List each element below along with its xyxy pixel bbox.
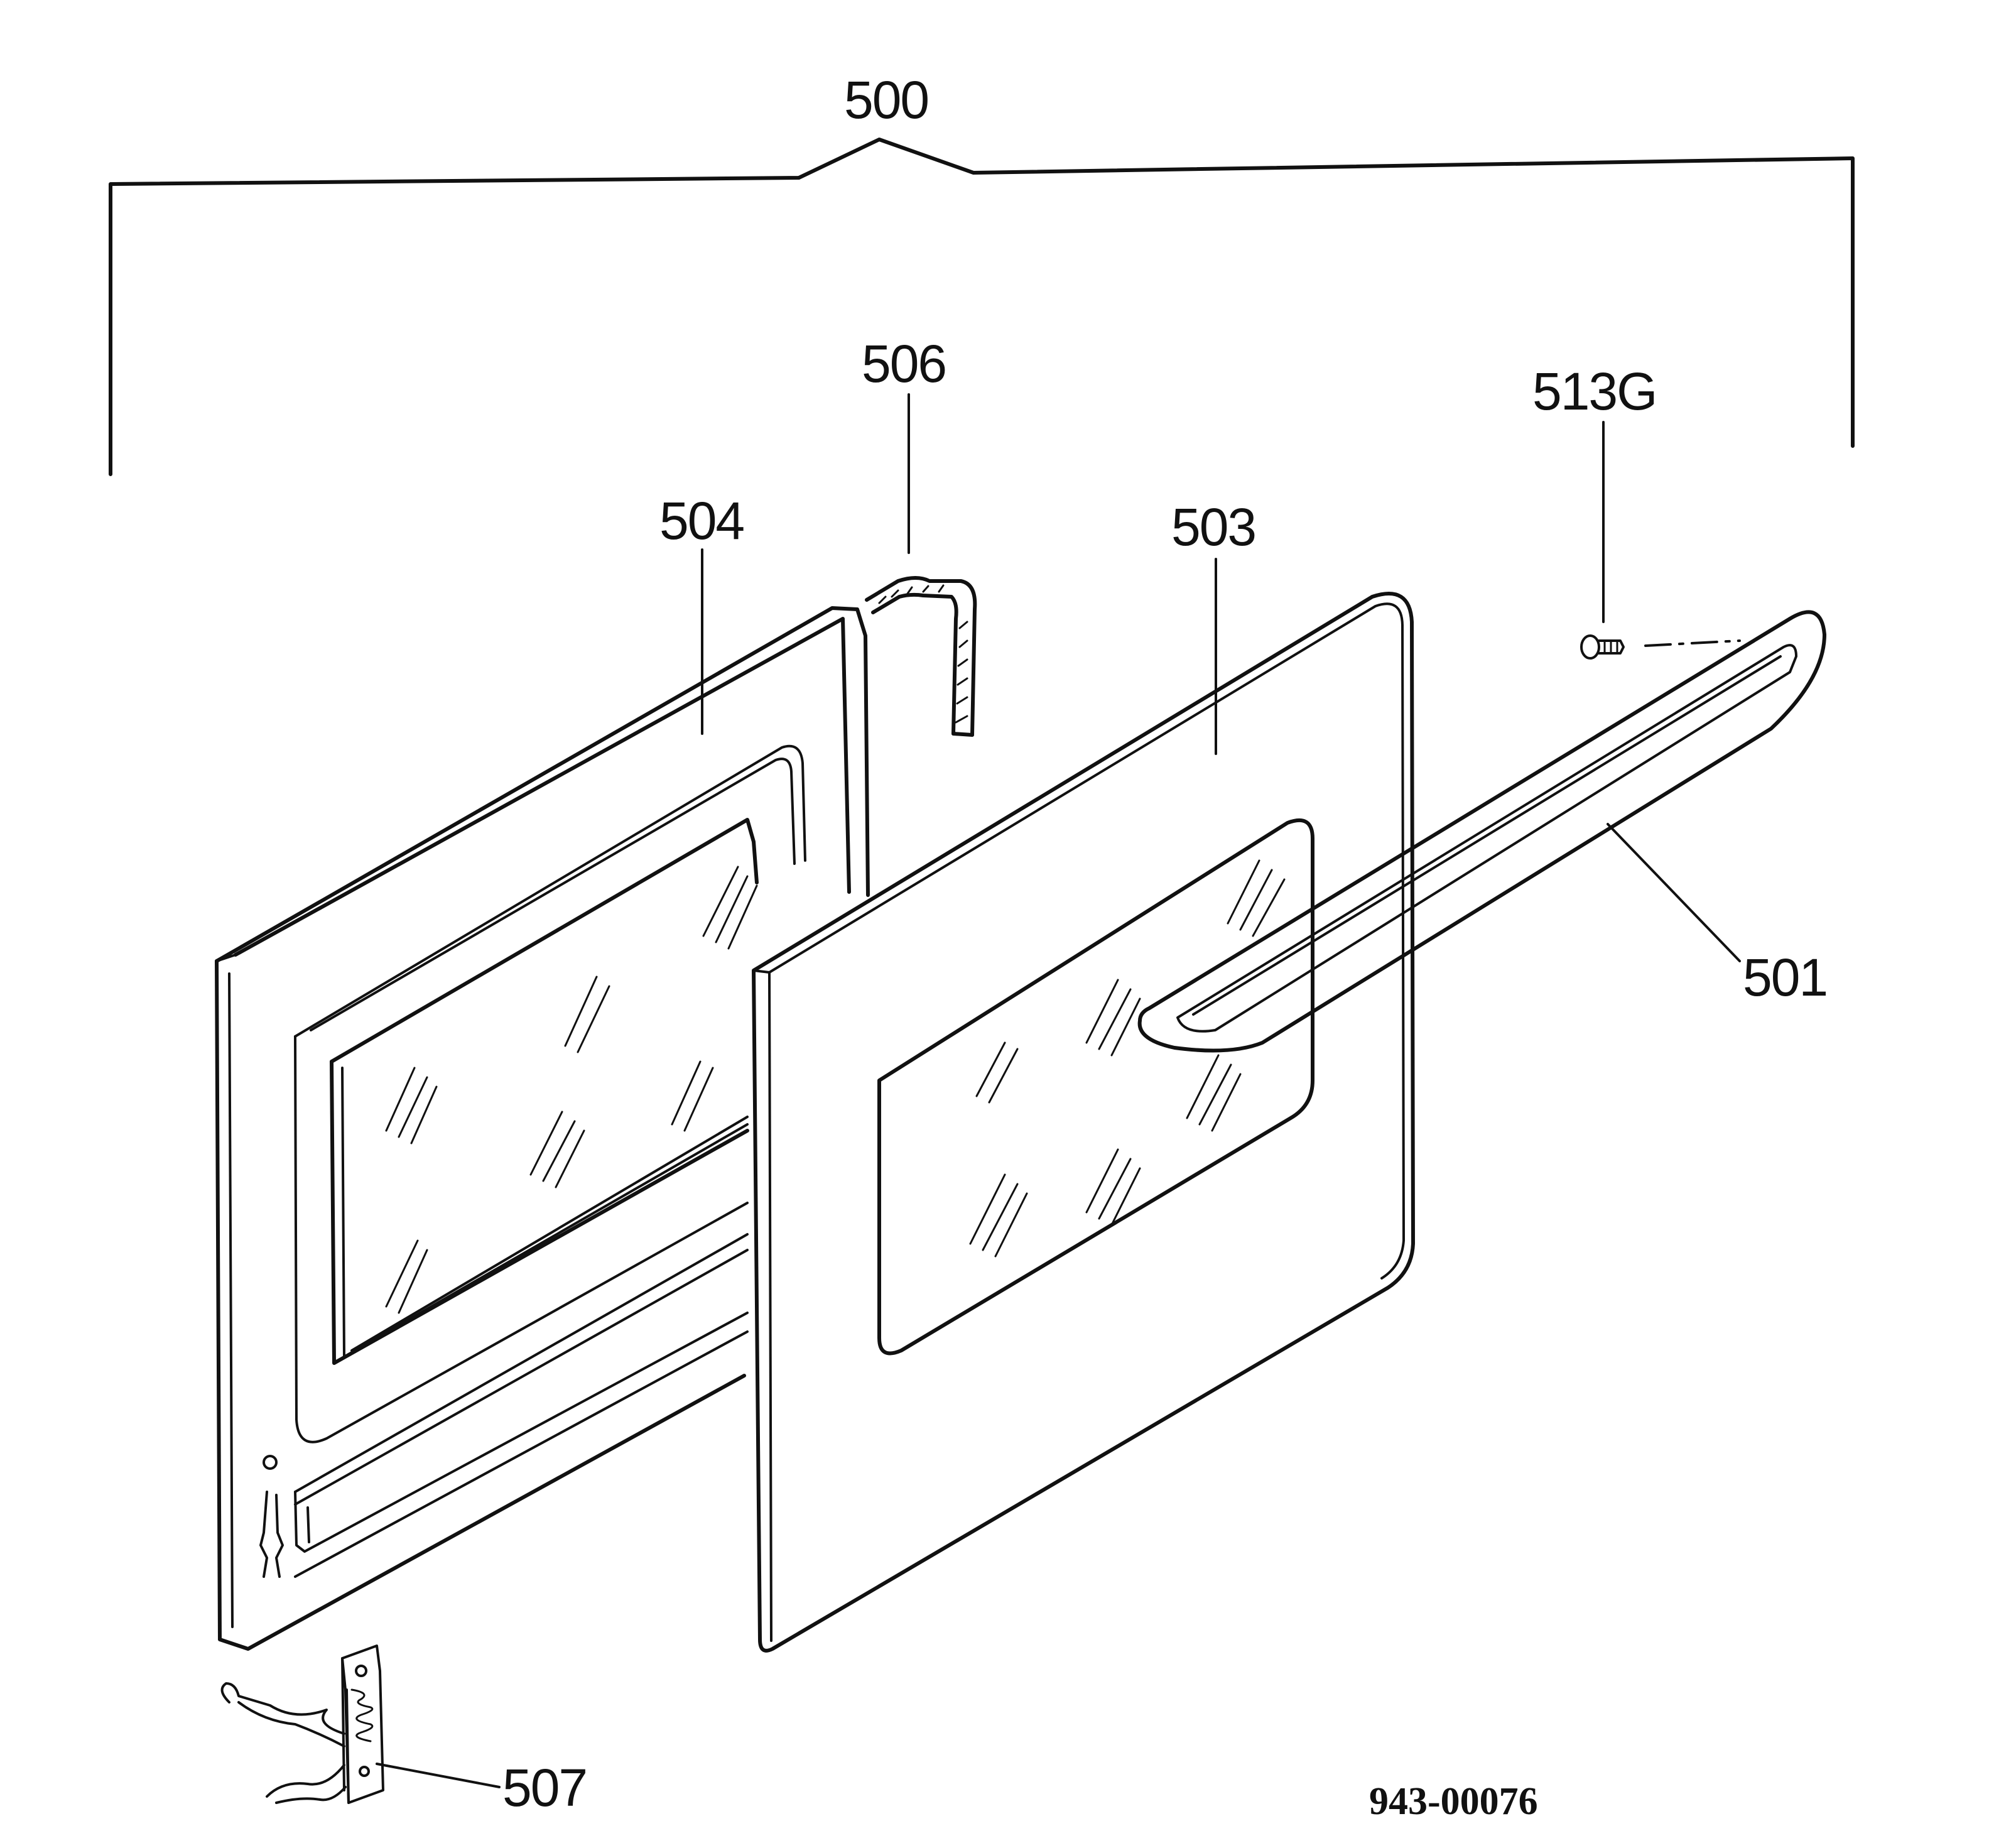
label-504: 504 [659,491,744,550]
label-507: 507 [502,1758,587,1817]
label-500: 500 [844,70,928,129]
handle-501 [1137,610,1826,1053]
label-506: 506 [862,334,946,393]
label-513G: 513G [1532,362,1657,421]
label-501: 501 [1743,948,1827,1007]
inner-door-frame-504 [215,606,870,1651]
outer-glass-panel-503 [752,592,1415,1653]
drawing-number: 943-00076 [1369,1780,1538,1823]
hinge-507 [220,1644,384,1804]
assembly-bracket [109,138,1855,476]
label-503: 503 [1171,497,1255,557]
gasket-506 [865,576,977,737]
screw-513G [1580,634,1741,660]
